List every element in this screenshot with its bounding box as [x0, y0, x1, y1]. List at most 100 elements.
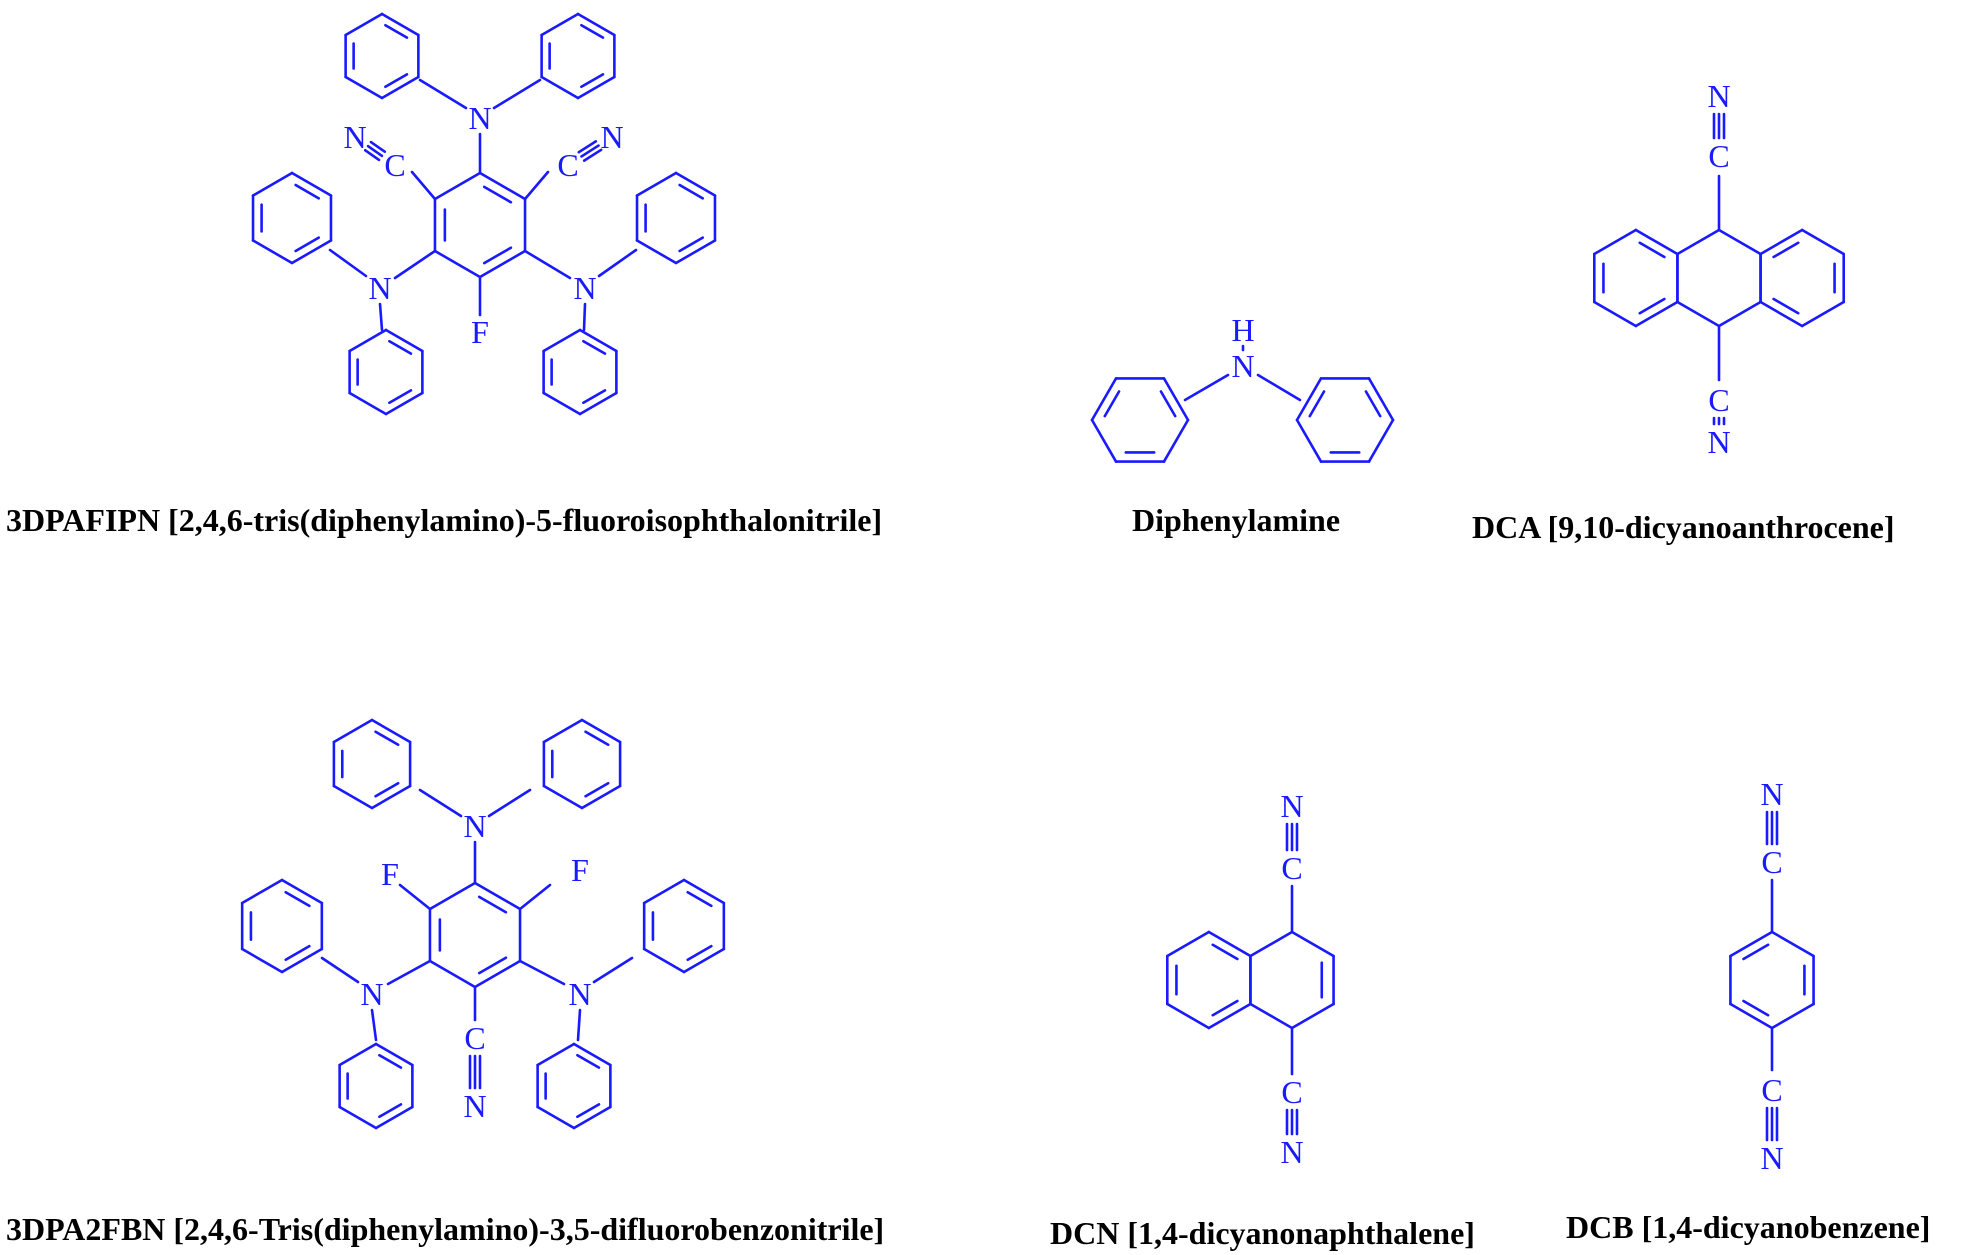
bond	[576, 1008, 582, 1042]
bond	[1717, 300, 1762, 328]
bond	[280, 947, 324, 974]
bond	[523, 170, 550, 201]
bond	[348, 391, 388, 416]
bond	[518, 959, 566, 986]
bond	[1211, 999, 1239, 1017]
bond	[487, 788, 532, 818]
bond	[686, 944, 713, 962]
bond	[635, 239, 678, 265]
bond	[344, 12, 384, 37]
structure-diphenylamine: HN	[1090, 312, 1395, 463]
bond	[1290, 930, 1335, 958]
bond	[542, 391, 582, 416]
bond	[577, 140, 598, 154]
bond	[290, 171, 333, 197]
bond	[344, 75, 384, 100]
bond	[1249, 1002, 1294, 1030]
bond	[428, 959, 477, 989]
bond	[1290, 1002, 1335, 1030]
bond	[374, 730, 400, 747]
bond	[433, 249, 482, 279]
bond	[582, 389, 607, 405]
atom-label-nitrogen: N	[463, 1088, 486, 1124]
bond	[1364, 390, 1382, 418]
bond	[584, 781, 610, 798]
bond	[338, 1105, 378, 1130]
bond	[363, 148, 381, 162]
atom-label-nitrogen: N	[568, 976, 591, 1012]
bond	[1772, 241, 1800, 259]
bond	[540, 75, 580, 100]
bond	[378, 302, 384, 332]
caption-dcn: DCN [1,4-dicyanonaphthalene]	[1050, 1215, 1475, 1251]
bond	[380, 12, 420, 37]
bond	[678, 236, 705, 253]
bond	[1800, 300, 1846, 328]
bond	[580, 718, 622, 744]
atom-label-nitrogen: N	[1280, 1134, 1303, 1170]
bond	[374, 1042, 414, 1067]
atom-label-nitrogen: N	[1280, 788, 1303, 824]
atom-label-fluorine: F	[571, 852, 589, 888]
bond	[290, 239, 333, 265]
bond	[366, 144, 384, 158]
bond	[642, 878, 686, 905]
bond	[378, 1053, 403, 1069]
bond	[582, 302, 587, 332]
bond	[1162, 377, 1190, 422]
bond	[386, 959, 432, 986]
bond	[1103, 390, 1121, 418]
bond	[369, 140, 387, 154]
atom-label-nitrogen: N	[600, 119, 623, 155]
bond	[251, 239, 294, 265]
bond	[1759, 228, 1804, 256]
bond	[1638, 297, 1666, 315]
bond	[384, 391, 424, 416]
bond	[523, 249, 572, 280]
bond	[1295, 418, 1323, 463]
bond	[388, 389, 413, 405]
bond	[320, 956, 360, 984]
atom-label-nitrogen: N	[1707, 78, 1730, 114]
bond	[1800, 228, 1846, 256]
bond	[482, 185, 513, 204]
bond	[1634, 228, 1679, 256]
bond	[433, 171, 482, 201]
bond	[1090, 377, 1118, 422]
bond	[580, 23, 605, 39]
atom-label-fluorine: F	[471, 314, 489, 350]
bond	[592, 956, 634, 984]
atom-label-nitrogen: N	[1760, 776, 1783, 812]
bond	[482, 246, 513, 265]
bond	[572, 1105, 612, 1130]
atom-label-nitrogen: N	[360, 976, 383, 1012]
bond	[540, 12, 580, 37]
bond	[582, 339, 607, 355]
atom-label-carbon: C	[1281, 1074, 1302, 1110]
atom-label-carbon: C	[464, 1020, 485, 1056]
bond	[536, 1042, 576, 1067]
atom-label-nitrogen: N	[1707, 424, 1730, 460]
bond	[398, 883, 432, 911]
bond	[284, 890, 311, 908]
bond	[1308, 390, 1326, 418]
caption-dcb: DCB [1,4-dicyanobenzene]	[1566, 1209, 1930, 1245]
atom-label-carbon: C	[1281, 850, 1302, 886]
bond	[1717, 228, 1762, 256]
bond	[384, 328, 424, 353]
bond	[384, 73, 409, 89]
bond	[580, 73, 605, 89]
atom-label-nitrogen: N	[343, 119, 366, 155]
bond	[582, 148, 603, 162]
bond	[280, 878, 324, 905]
bond	[578, 328, 618, 353]
bond	[580, 784, 622, 810]
bond	[542, 784, 584, 810]
bond	[1759, 300, 1804, 328]
bond	[393, 249, 437, 280]
bond	[492, 78, 542, 110]
bond	[576, 1053, 601, 1069]
atom-label-carbon: C	[1708, 138, 1729, 174]
